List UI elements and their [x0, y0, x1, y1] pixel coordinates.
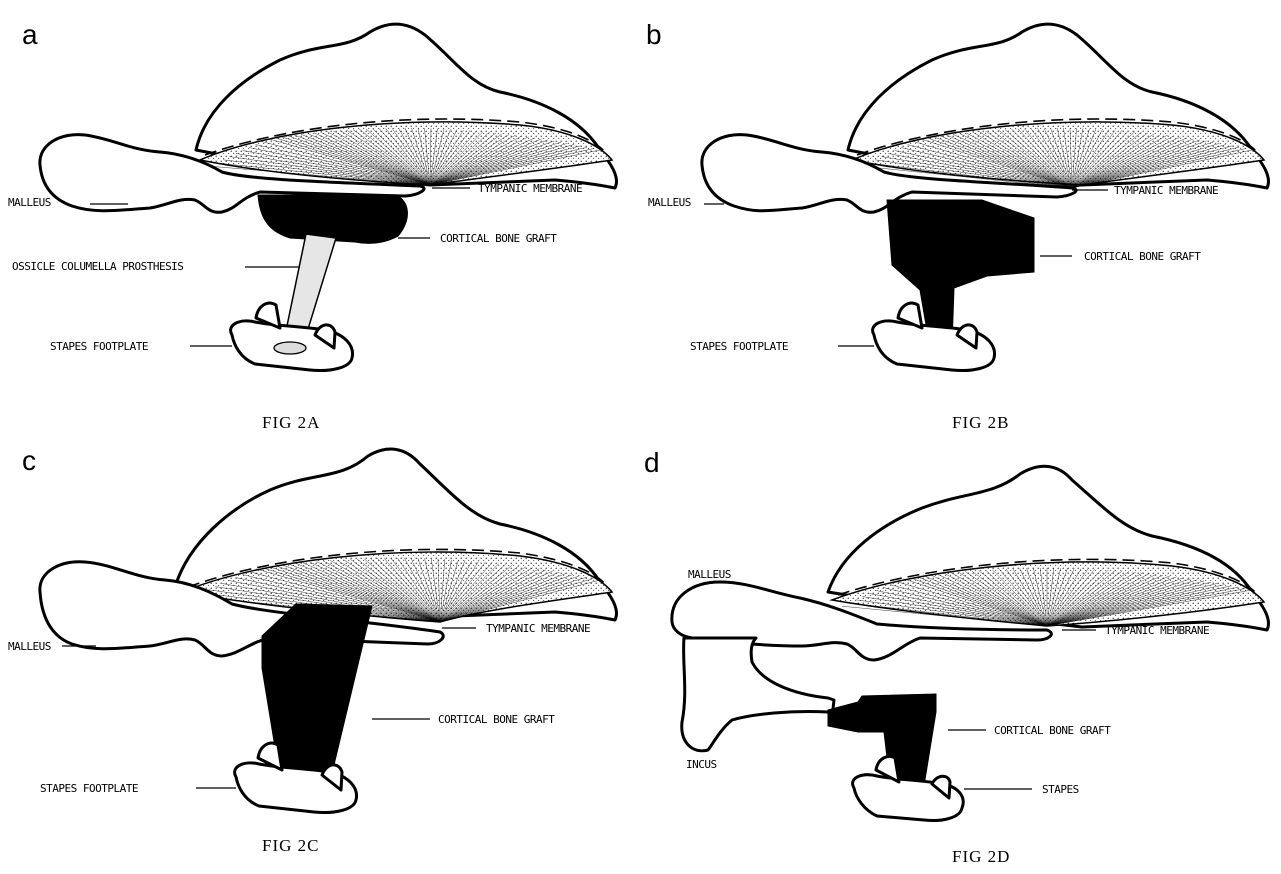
- label-stapes-footplate: STAPES FOOTPLATE: [690, 340, 788, 353]
- label-stapes: STAPES: [1042, 783, 1079, 796]
- label-tympanic-membrane: TYMPANIC MEMBRANE: [1105, 624, 1209, 637]
- label-stapes-footplate: STAPES FOOTPLATE: [50, 340, 148, 353]
- label-incus: INCUS: [686, 758, 717, 771]
- label-malleus: MALLEUS: [688, 568, 731, 581]
- label-tympanic-membrane: TYMPANIC MEMBRANE: [486, 622, 590, 635]
- panel-letter-d: d: [644, 447, 660, 478]
- cortical-bone-graft-drawing: [258, 195, 407, 243]
- caption-fig-2a: FIG 2A: [262, 413, 320, 432]
- label-tympanic-membrane: TYMPANIC MEMBRANE: [478, 182, 582, 195]
- caption-fig-2b: FIG 2B: [952, 413, 1009, 432]
- label-malleus: MALLEUS: [8, 196, 51, 209]
- panel-d: d MALLEUS TYMPANIC MEMBRANE CORTICAL BON…: [644, 447, 1269, 866]
- label-tympanic-membrane: TYMPANIC MEMBRANE: [1114, 184, 1218, 197]
- label-malleus: MALLEUS: [8, 640, 51, 653]
- caption-fig-2d: FIG 2D: [952, 847, 1010, 866]
- panel-b: b MALLEUS TYMPANIC MEMBRANE CORTICAL BON…: [646, 19, 1269, 432]
- panel-a: a MALLEUS TYMPANIC MEMBRANE CORTI: [8, 19, 617, 432]
- incus-drawing: [682, 638, 834, 751]
- caption-fig-2c: FIG 2C: [262, 836, 319, 855]
- panel-letter-a: a: [22, 19, 38, 50]
- panel-letter-b: b: [646, 19, 662, 50]
- label-stapes-footplate: STAPES FOOTPLATE: [40, 782, 138, 795]
- label-cortical-bone-graft: CORTICAL BONE GRAFT: [440, 232, 557, 245]
- label-cortical-bone-graft: CORTICAL BONE GRAFT: [1084, 250, 1201, 263]
- panel-c: c MALLEUS TYMPANIC MEMBRANE CORTICAL BON…: [8, 445, 617, 855]
- panel-letter-c: c: [22, 445, 36, 476]
- label-cortical-bone-graft: CORTICAL BONE GRAFT: [438, 713, 555, 726]
- label-ossicle-columella-prosthesis: OSSICLE COLUMELLA PROSTHESIS: [12, 260, 183, 273]
- label-malleus: MALLEUS: [648, 196, 691, 209]
- label-cortical-bone-graft: CORTICAL BONE GRAFT: [994, 724, 1111, 737]
